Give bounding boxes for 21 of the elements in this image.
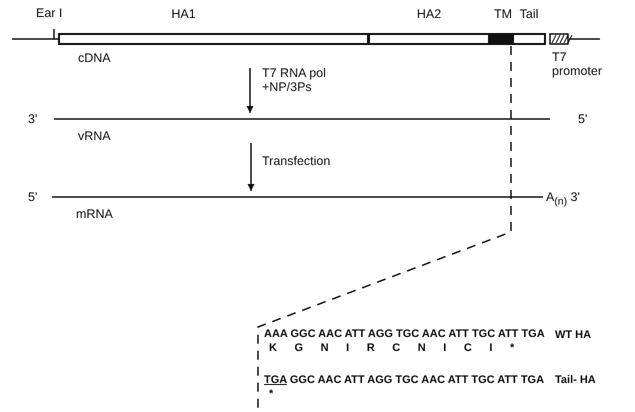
codon-sequence: AAA GGC AAC ATT AGG TGC AAC ATT TGC ATT TGA <box>264 328 545 341</box>
end-label: 5' <box>578 112 588 126</box>
construct-label: cDNA <box>78 51 111 65</box>
construct-name: WT HA <box>555 328 592 342</box>
amino-acid-sequence: * <box>269 388 274 401</box>
segment-label: HA1 <box>171 7 196 21</box>
promoter-label: T7 promoter <box>552 50 602 78</box>
end-label: 3' <box>28 112 38 126</box>
segment-label: Tail <box>520 7 538 21</box>
strand-label: vRNA <box>78 129 111 143</box>
segment-label: TM <box>494 7 512 21</box>
strand-label: mRNA <box>76 207 113 221</box>
segment-label: HA2 <box>416 7 442 21</box>
restriction-site-label: Ear I <box>36 6 62 20</box>
codon-sequence: TGA GGC AAC ATT AGG TGC AAC ATT TGC ATT TGA <box>264 374 544 387</box>
arrow <box>246 68 254 113</box>
construct-name: Tail- HA <box>555 373 596 387</box>
end-label: A$_{(n)}$ 3' <box>546 190 580 210</box>
end-label: 5' <box>28 190 38 204</box>
amino-acid-sequence: K G N I R C N I C I * <box>269 342 514 355</box>
arrow <box>248 143 254 191</box>
